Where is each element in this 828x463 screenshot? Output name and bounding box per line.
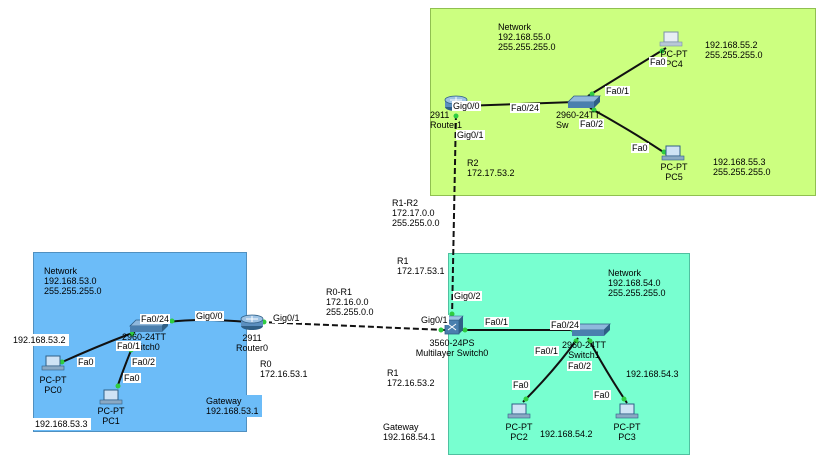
link-switchtop-pc5[interactable]	[589, 107, 669, 156]
port-sw1-fa024: Fa0/24	[550, 320, 581, 330]
port-sw0-fa024: Fa0/24	[140, 314, 171, 324]
teal-network-area	[448, 253, 690, 455]
pc1-label: PC-PT PC1	[97, 406, 125, 426]
switch-top-icon[interactable]	[567, 95, 601, 108]
note-pc2-ip: 192.168.54.2	[537, 428, 596, 440]
port-sw0-fa01: Fa0/1	[116, 341, 142, 351]
link-pc0-switch0[interactable]	[59, 331, 136, 364]
switch0-label: 2960-24TT Switch0	[121, 332, 167, 352]
note-left-network: Network 192.168.53.0 255.255.255.0	[44, 266, 102, 296]
pc4-icon[interactable]	[659, 31, 683, 47]
port-pc0-fa0: Fa0	[77, 357, 95, 367]
port-swt-fa01: Fa0/1	[605, 86, 631, 96]
link-switchtop-pc4[interactable]	[587, 47, 667, 97]
port-swt-fa024: Fa0/24	[510, 103, 541, 113]
pc1-icon[interactable]	[99, 389, 123, 405]
switch-top-label: 2960-24TT Sw	[556, 110, 601, 130]
pc5-label: PC-PT PC5	[660, 162, 688, 182]
port-pc3-fa0: Fa0	[593, 390, 611, 400]
note-pc4-ip: 192.168.55.2 255.255.255.0	[702, 39, 766, 61]
port-sw1-fa01: Fa0/1	[534, 346, 560, 356]
port-pc5-fa0: Fa0	[631, 143, 649, 153]
multilayer-label: 3560-24PS Multilayer Switch0	[415, 338, 489, 358]
note-green-network: Network 192.168.55.0 255.255.255.0	[498, 22, 556, 52]
port-swt-fa02: Fa0/2	[579, 119, 605, 129]
pc0-icon[interactable]	[41, 355, 65, 371]
port-r0-gig00: Gig0/0	[195, 311, 224, 321]
note-r1-r2: R1-R2 172.17.0.0 255.255.0.0	[392, 198, 440, 228]
note-pc0-ip: 192.168.53.2	[10, 334, 69, 346]
pc2-icon[interactable]	[507, 403, 531, 419]
pc4-label: PC-PT PC4	[660, 49, 688, 69]
port-pc2-fa0: Fa0	[512, 380, 530, 390]
link-multilayer-router1[interactable]	[451, 111, 457, 319]
link-switch1-pc2[interactable]	[522, 337, 579, 403]
pc2-label: PC-PT PC2	[505, 422, 533, 442]
port-pc4-fa0: Fa0	[649, 57, 667, 67]
pc0-label: PC-PT PC0	[39, 375, 67, 395]
link-router0-multilayer[interactable]	[259, 321, 446, 331]
note-r0-r1: R0-R1 172.16.0.0 255.255.0.0	[326, 287, 374, 317]
port-sw1-fa02: Fa0/2	[567, 361, 593, 371]
pc5-icon[interactable]	[661, 145, 685, 161]
note-r0: R0 172.16.53.1	[260, 359, 308, 379]
note-r2: R2 172.17.53.2	[464, 157, 518, 179]
note-pc3-ip: 192.168.54.3	[623, 368, 682, 380]
note-teal-network: Network 192.168.54.0 255.255.255.0	[608, 268, 666, 298]
note-pc1-ip: 192.168.53.3	[32, 418, 91, 430]
note-r1-bottom: R1 172.16.53.2	[387, 368, 435, 388]
pc3-icon[interactable]	[615, 403, 639, 419]
port-sw0-fa02: Fa0/2	[131, 357, 157, 367]
note-gateway-left: Gateway 192.168.53.1	[203, 395, 262, 417]
port-r1-gig00: Gig0/0	[452, 101, 481, 111]
switch1-label: 2960-24TT Switch1	[561, 340, 607, 360]
port-ml-gig01: Gig0/1	[420, 315, 449, 325]
router0-label: 2911 Router0	[235, 333, 269, 353]
port-pc1-fa0: Fa0	[123, 373, 141, 383]
note-r1-top: R1 172.17.53.1	[397, 256, 445, 276]
switch1-icon[interactable]	[571, 323, 611, 336]
note-pc5-ip: 192.168.55.3 255.255.255.0	[710, 156, 774, 178]
port-ml-fa01: Fa0/1	[484, 317, 510, 327]
router1-label: 2911 Router1	[430, 110, 463, 130]
pc3-label: PC-PT PC3	[613, 422, 641, 442]
router0-icon[interactable]	[240, 314, 264, 330]
port-ml-gig02: Gig0/2	[453, 291, 482, 301]
port-r0-gig01: Gig0/1	[272, 313, 301, 323]
note-gateway-right: Gateway 192.168.54.1	[383, 422, 436, 442]
port-r1-gig01: Gig0/1	[456, 130, 485, 140]
